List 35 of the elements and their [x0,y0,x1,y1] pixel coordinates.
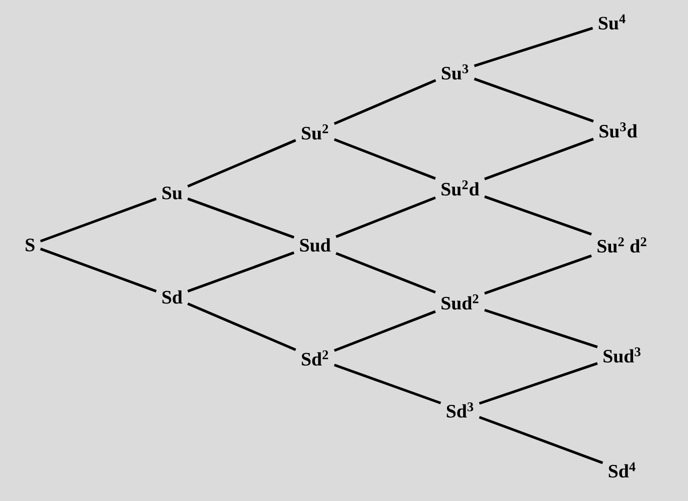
node-label: Su$^{2}$ d$^{2}$ [598,237,646,253]
tree-line [334,364,442,404]
tree-line [484,254,592,295]
tree-line [474,78,594,122]
tree-line [336,196,436,238]
node-label: Sd [162,290,182,304]
tree-line [334,138,436,180]
tree-line [187,302,296,351]
tree-line [40,198,157,242]
tree-line [484,308,598,348]
node-label: Sd$^{4}$ [608,462,636,478]
tree-line [474,26,594,68]
node-label: Su$^{3}$d [600,122,638,138]
node-label: Su$^{4}$ [598,14,626,30]
node-label: Sud$^{2}$ [442,294,478,310]
tree-line [40,248,157,292]
node-label: Sud$^{3}$ [604,347,640,363]
tree-line [336,252,436,294]
node-label: Su$^{2}$ [302,124,328,140]
node-label: Su$^{3}$ [442,64,468,80]
tree-line [484,138,594,180]
tree-line [187,139,296,188]
node-label: Su [162,186,182,200]
node-label: Sud [300,238,331,252]
tree-line [334,79,436,125]
tree-line [478,416,604,464]
tree-line [334,310,436,352]
node-label: Su$^{2}$d [442,180,480,196]
tree-line [478,362,598,405]
node-label: Sd$^{3}$ [446,402,474,418]
tree-line [187,251,294,292]
node-label: S [26,238,34,252]
tree-line [484,195,592,236]
tree-line [187,198,294,239]
node-label: Sd$^{2}$ [302,350,328,366]
